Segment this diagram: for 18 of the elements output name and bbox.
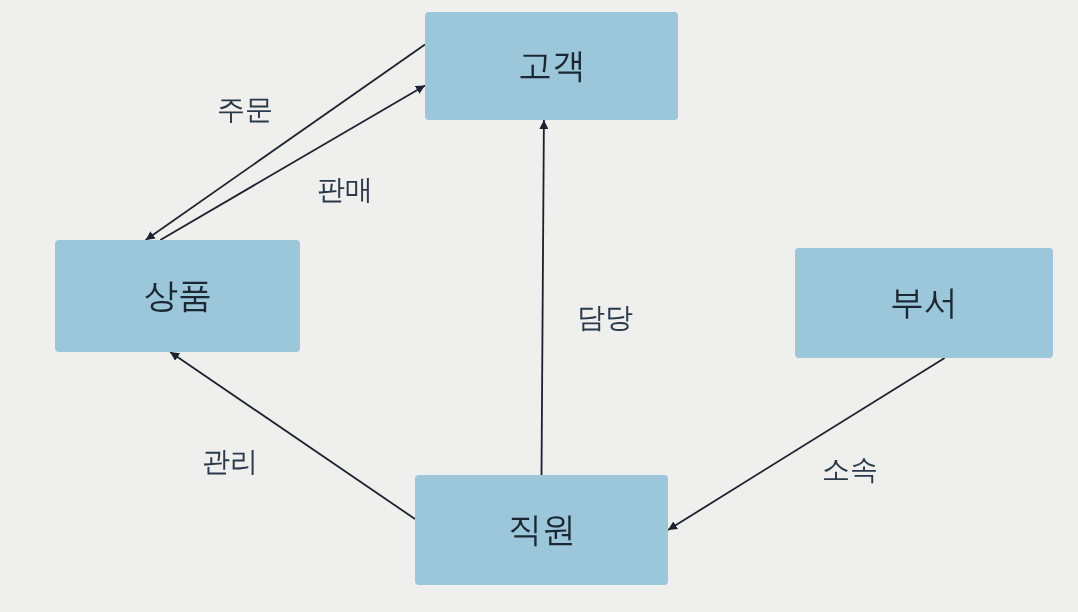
edge-label: 소속 bbox=[821, 452, 879, 488]
edge-label: 담당 bbox=[576, 300, 634, 336]
arrow bbox=[159, 84, 426, 241]
edge-label: 주문 bbox=[216, 92, 274, 128]
arrow bbox=[169, 351, 416, 520]
arrow bbox=[144, 43, 426, 241]
entity-box bbox=[55, 240, 300, 352]
entity-name: 고객 bbox=[517, 44, 586, 87]
entity-name: 부서 bbox=[890, 281, 958, 324]
entity-name: 직원 bbox=[507, 508, 576, 551]
arrow bbox=[539, 119, 549, 476]
entity-box bbox=[795, 248, 1053, 358]
edge-label: 판매 bbox=[316, 172, 374, 208]
entity-box bbox=[415, 475, 668, 585]
edge-label: 관리 bbox=[201, 444, 259, 480]
arrow bbox=[667, 357, 946, 531]
entity-box bbox=[425, 12, 678, 120]
entity-name: 상품 bbox=[143, 274, 212, 317]
